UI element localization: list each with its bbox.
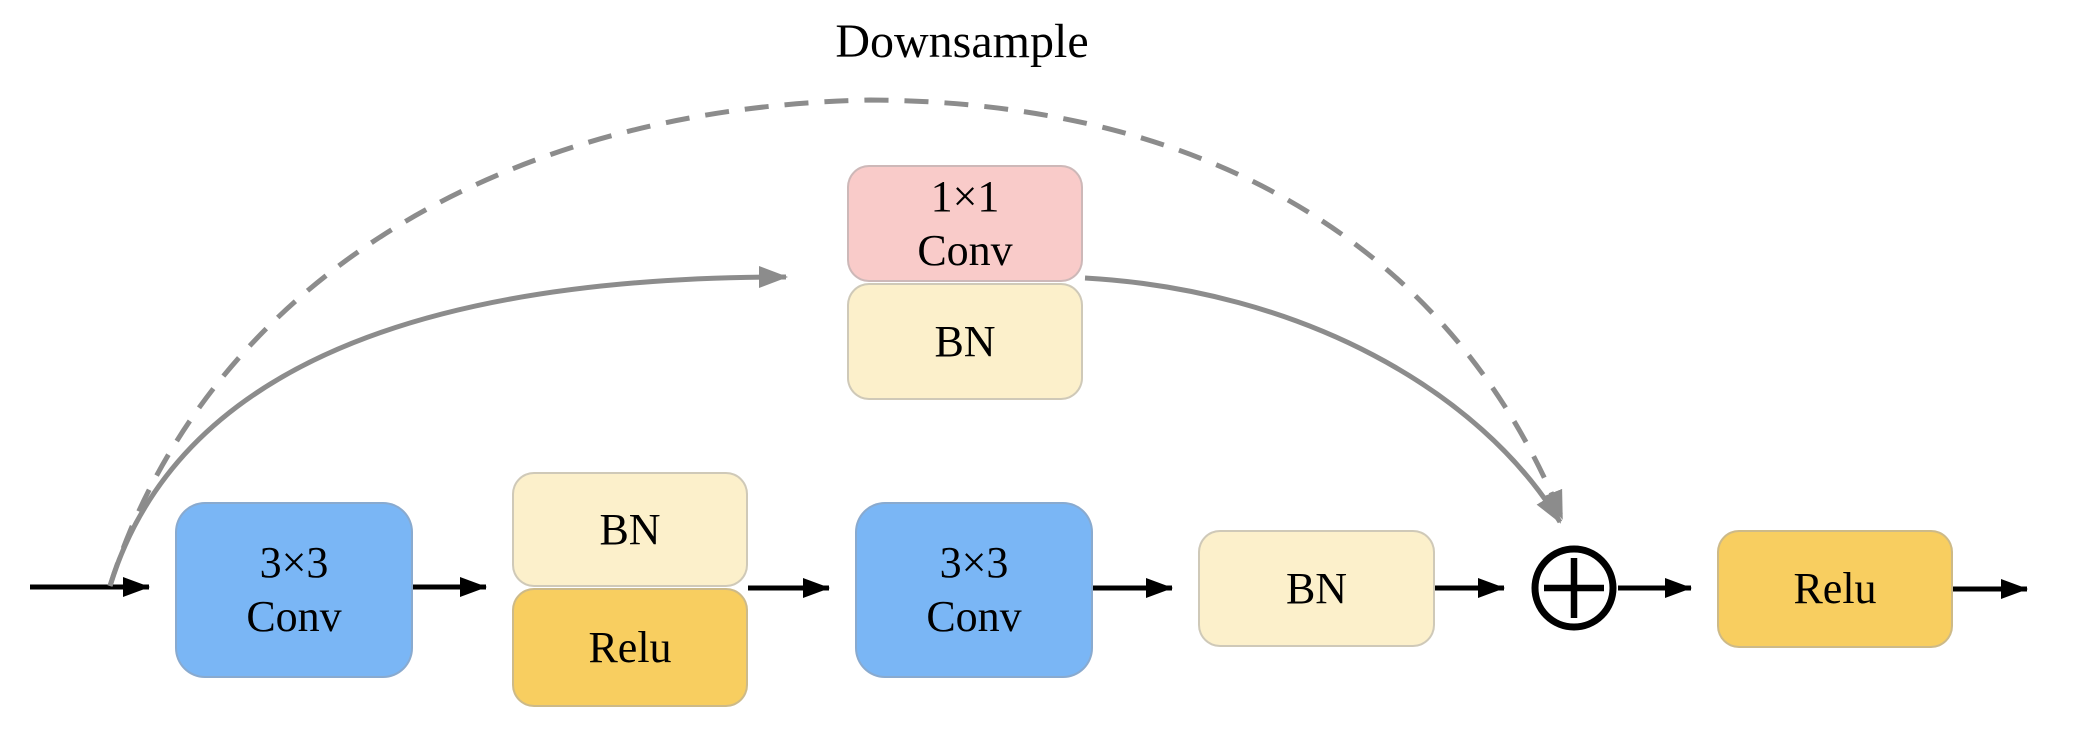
node-relu-first: Relu bbox=[512, 588, 748, 707]
node-bn-second: BN bbox=[1198, 530, 1435, 647]
node-conv1x1-line1: 1×1 bbox=[930, 171, 1000, 221]
downsample-label: Downsample bbox=[835, 15, 1089, 68]
node-conv3x3-second-line2: Conv bbox=[926, 592, 1022, 641]
node-relu-final-label: Relu bbox=[1793, 564, 1877, 614]
plus-circle-icon bbox=[1531, 545, 1617, 631]
node-add bbox=[1530, 544, 1618, 632]
edge-downsample-dashed bbox=[107, 97, 1565, 587]
node-conv3x3-second-line1: 3×3 bbox=[939, 538, 1009, 588]
node-conv1x1: 1×1 Conv bbox=[847, 165, 1083, 282]
node-bn-first: BN bbox=[512, 472, 748, 587]
node-bn-second-label: BN bbox=[1285, 563, 1348, 613]
node-bn-shortcut-label: BN bbox=[934, 316, 996, 366]
node-conv3x3-first: 3×3 Conv bbox=[175, 502, 413, 678]
node-conv1x1-line2: Conv bbox=[917, 225, 1013, 275]
node-bn-first-label: BN bbox=[599, 504, 661, 554]
node-conv3x3-first-line2: Conv bbox=[246, 592, 342, 641]
node-bn-shortcut: BN bbox=[847, 283, 1083, 400]
edge-input-to-conv1x1 bbox=[107, 266, 788, 587]
node-conv3x3-second: 3×3 Conv bbox=[855, 502, 1093, 678]
node-relu-final: Relu bbox=[1717, 530, 1953, 648]
edge-conv1x1-to-add bbox=[1084, 275, 1563, 524]
node-relu-first-label: Relu bbox=[588, 622, 672, 672]
node-conv3x3-first-line1: 3×3 bbox=[259, 538, 329, 588]
